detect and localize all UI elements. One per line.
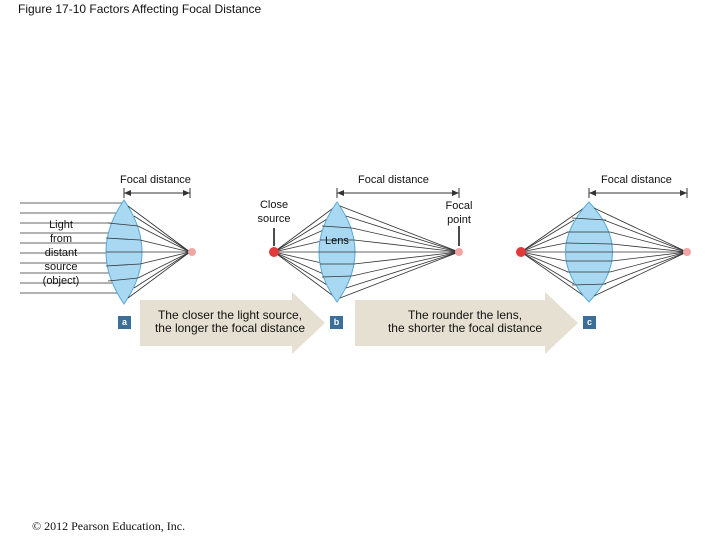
close-source-label-line: Close [259, 199, 289, 211]
left-arrow-caption: The closer the light source, the longer … [140, 309, 320, 335]
panel-b-diagram [269, 188, 463, 303]
panel-a-focal-distance-label: Focal distance [120, 174, 191, 186]
panel-a-lens-rays [105, 222, 141, 282]
copyright-notice: © 2012 Pearson Education, Inc. [32, 519, 186, 533]
light-source-label-line: distant [44, 247, 78, 259]
panel-b-focal-distance-label: Focal distance [358, 174, 429, 186]
right-arrow-shape [355, 292, 578, 354]
panel-b-focal-distance-dimension [336, 188, 460, 198]
focal-point-label-line: point [447, 214, 471, 226]
focal-point-label-line: Focal [445, 200, 473, 212]
right-arrow-caption-line: The rounder the lens, [407, 308, 523, 322]
panel-c-focal-distance-label: Focal distance [601, 174, 672, 186]
close-source-label: Close source [249, 198, 299, 226]
light-source-label: Light from distant source (object) [38, 218, 84, 288]
panel-a-focal-distance-dimension [123, 188, 191, 198]
panel-c-focal-distance-dimension [588, 188, 688, 198]
panel-a-incoming-rays [20, 202, 124, 294]
light-source-label-line: source [44, 261, 78, 273]
panel-c-diagram [516, 188, 691, 303]
panel-c-diverging-rays [520, 207, 585, 297]
panel-b-converging-rays [339, 205, 460, 299]
panel-b-diverging-rays [273, 205, 337, 299]
light-source-label-line: (object) [42, 275, 80, 287]
left-arrow-caption-line: The closer the light source, [157, 308, 303, 322]
panel-b-focal-point-dot [455, 248, 463, 256]
panel-b-source-dot [269, 247, 279, 257]
panel-a-focal-point-dot [188, 248, 196, 256]
left-arrow-caption-line: the longer the focal distance [154, 321, 306, 335]
panel-a-diagram [20, 188, 196, 305]
close-source-label-line: source [257, 213, 291, 225]
focal-point-label: Focal point [434, 199, 484, 227]
panel-c-source-dot [516, 247, 526, 257]
figure-title: Figure 17-10 Factors Affecting Focal Dis… [18, 2, 262, 16]
left-arrow-shape [140, 292, 325, 354]
light-source-label-line: Light [49, 219, 73, 231]
light-source-label-line: from [50, 233, 72, 245]
panel-c-lens-rays [565, 217, 613, 286]
panel-a-converging-rays [127, 205, 191, 299]
panel-b-lens-rays [319, 225, 355, 278]
right-arrow-caption-line: the shorter the focal distance [387, 321, 543, 335]
panel-c-converging-rays [593, 207, 688, 297]
panel-c-focal-point-dot [683, 248, 691, 256]
panel-c-badge: c [583, 316, 596, 329]
panel-b-badge: b [330, 316, 343, 329]
lens-label: Lens [325, 235, 349, 247]
panel-a-badge: a [118, 316, 131, 329]
right-arrow-caption: The rounder the lens, the shorter the fo… [370, 309, 560, 335]
